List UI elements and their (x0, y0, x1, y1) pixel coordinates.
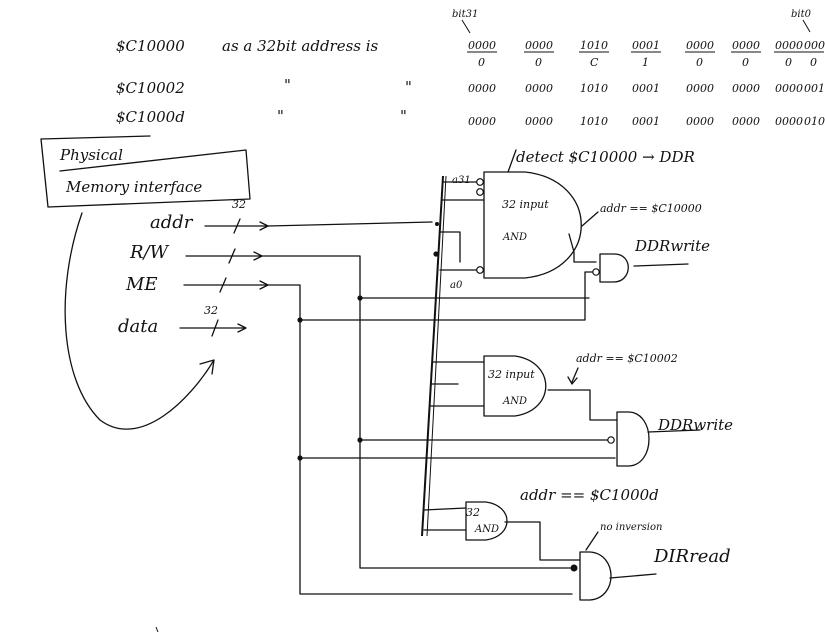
hex-digit: 0 (810, 56, 817, 69)
row2-ditto: " (284, 76, 291, 94)
memory-interface-box: Physical Memory interface addr 32 R/W ME… (40, 135, 269, 430)
hex-digit: 0 (535, 56, 542, 69)
gate1-note: detect $C10000 → DDR (516, 148, 695, 166)
nibble: 0000 (525, 82, 553, 95)
hex-digit: C (590, 56, 599, 69)
address-table: bit31 bit0 $C10000 as a 32bit address is… (116, 9, 825, 128)
nibble: 0000 (775, 115, 803, 128)
interface-title-line2: Memory interface (65, 178, 202, 196)
row3-address: $C1000d (116, 108, 185, 126)
hex-digit: 1 (642, 56, 649, 69)
msb-marker: bit31 (452, 9, 478, 20)
output-gate-3: DIRread (579, 546, 731, 601)
hex-digit: 0 (696, 56, 703, 69)
nibble: 0000 (775, 82, 803, 95)
hex-digit: 0 (478, 56, 485, 69)
row2-address: $C10002 (116, 79, 185, 97)
row1-hex-digits: 0 0 C 1 0 0 0 0 (478, 56, 817, 69)
row1-description: as a 32bit address is (222, 37, 379, 55)
nibble: 0000 (468, 115, 496, 128)
nibble: 0000 (525, 115, 553, 128)
row1-address: $C10000 (116, 37, 185, 55)
nibble: 0000 (732, 39, 760, 52)
nibble: 0000 (468, 82, 496, 95)
hand-arrow (64, 212, 215, 430)
hex-digit: 0 (785, 56, 792, 69)
row3-nibbles: 00000000101000010000000000000100 (468, 115, 825, 128)
signal-data-width: 32 (204, 304, 218, 317)
output-gate-1: DDRwrite (592, 237, 710, 283)
gate3-label-line1: 32 (466, 506, 480, 519)
nibble: 0000 (686, 82, 714, 95)
gate1-pin-bottom: a0 (450, 280, 463, 291)
row3-ditto2: " (400, 107, 407, 125)
nibble: 0001 (632, 82, 660, 95)
output-1-label: DDRwrite (634, 237, 710, 255)
nibble: 1010 (580, 115, 608, 128)
interface-title-line1: Physical (59, 146, 123, 164)
hex-digit: 0 (742, 56, 749, 69)
signal-addr-label: addr (150, 212, 194, 233)
nibble: 1010 (580, 39, 608, 52)
nibble: 0000 (686, 115, 714, 128)
nibble: 0000 (468, 39, 496, 52)
gate3-output-note: addr == $C1000d (520, 486, 659, 504)
nibble: 0000 (732, 115, 760, 128)
signal-rw-label: R/W (129, 242, 170, 263)
and-gate-1: a31 a0 32 input AND detect $C10000 → DDR… (450, 148, 702, 291)
row3-ditto: " (277, 107, 284, 125)
nibble: 0000 (686, 39, 714, 52)
gate1-output-note: addr == $C10000 (600, 202, 702, 215)
gate1-label-line2: AND (502, 232, 527, 243)
wiring (261, 175, 701, 595)
gate1-pin-top: a31 (452, 175, 471, 186)
nibble: 1010 (580, 82, 608, 95)
gate2-output-note: addr == $C10002 (576, 352, 678, 365)
nibble: 0000 (804, 39, 825, 52)
row2-nibbles: 00000000101000010000000000000010 (468, 82, 825, 95)
lsb-marker: bit0 (791, 9, 812, 20)
output-2-label: DDRwrite (657, 416, 733, 434)
gate3-label-line2: AND (474, 524, 499, 535)
gate3-note2: no inversion (600, 522, 662, 533)
signal-data-label: data (118, 316, 158, 337)
gate2-label-line2: AND (502, 396, 527, 407)
nibble: 0000 (732, 82, 760, 95)
nibble: 0001 (632, 115, 660, 128)
gate2-label-line1: 32 input (488, 368, 535, 381)
and-gate-2: 32 input AND addr == $C10002 (483, 352, 678, 417)
nibble: 0000 (775, 39, 803, 52)
row2-ditto2: " (405, 78, 412, 96)
nibble: 0001 (632, 39, 660, 52)
signal-addr-width: 32 (232, 198, 246, 211)
and-gate-3: 32 AND addr == $C1000d no inversion (465, 486, 662, 551)
output-gate-2: DDRwrite (607, 411, 733, 467)
gate1-label-line1: 32 input (502, 198, 549, 211)
signal-me-label: ME (125, 274, 158, 295)
nibble: 0000 (525, 39, 553, 52)
output-3-label: DIRread (653, 546, 731, 567)
